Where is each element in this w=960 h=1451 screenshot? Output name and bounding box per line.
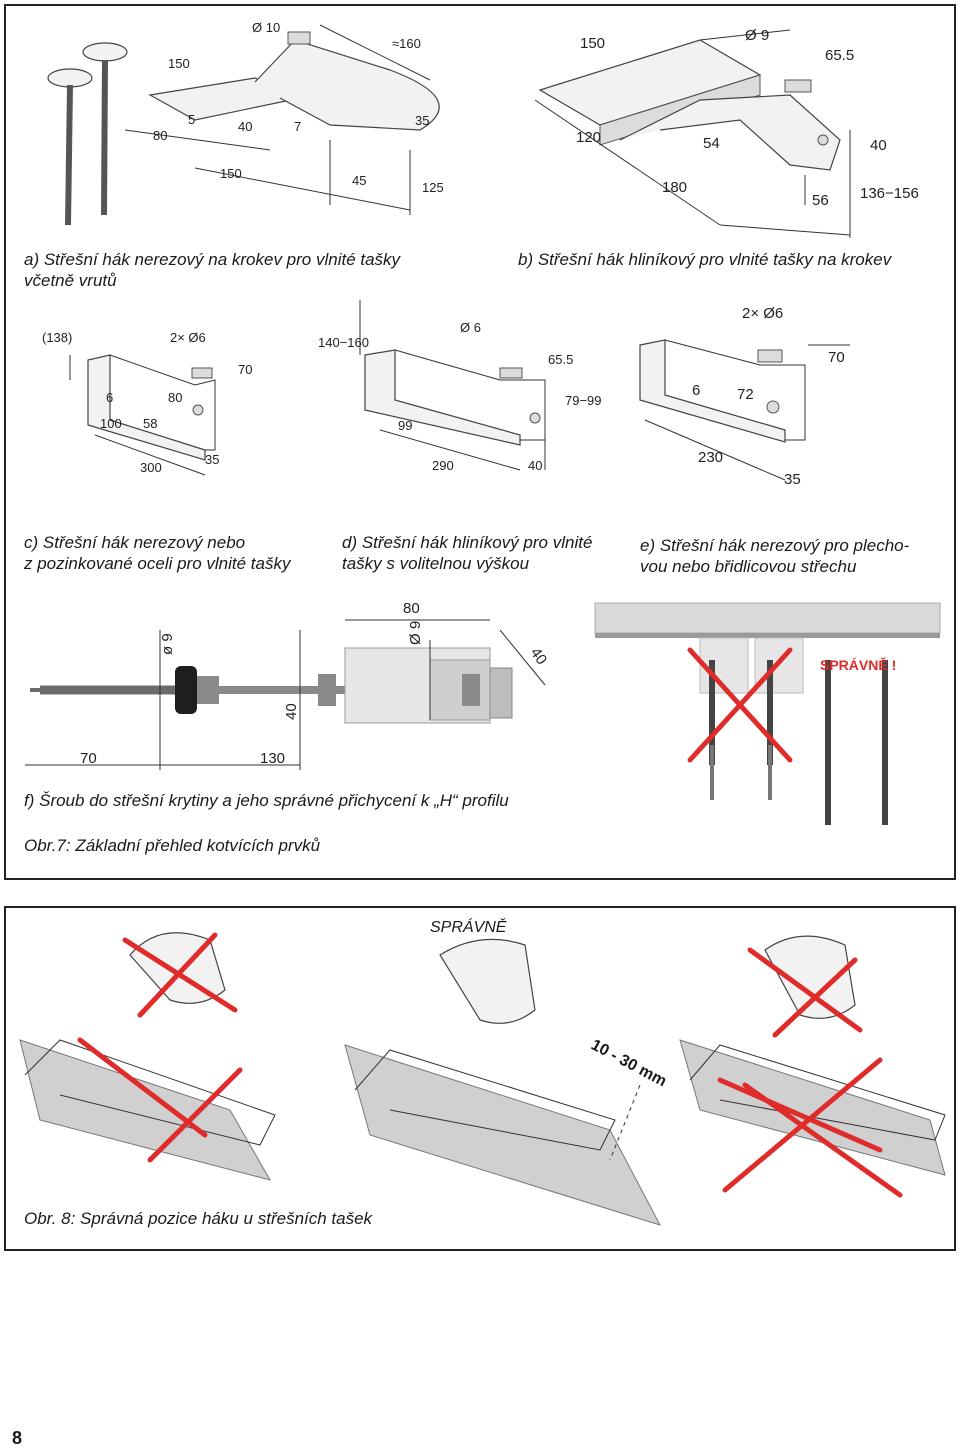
dim-label: 35 [415, 113, 429, 128]
dim-label: 70 [80, 750, 97, 767]
dim-label: 56 [812, 192, 829, 209]
dim-label: 300 [140, 460, 162, 475]
dim-label: 99 [398, 418, 412, 433]
screw-shaft [101, 59, 108, 216]
figure-b-drawing [534, 29, 851, 238]
hook-body [619, 94, 841, 171]
dim-label: 180 [662, 179, 687, 196]
bolt [192, 404, 204, 416]
obr8-caption: Obr. 8: Správná pozice háku u střešních … [24, 1209, 373, 1228]
nut [197, 676, 219, 704]
dim-label: 140−160 [318, 335, 369, 350]
dim-label: 40 [283, 703, 300, 720]
bolt [766, 400, 780, 414]
screw-head [47, 68, 93, 88]
dim-label: 54 [703, 135, 720, 152]
dim-label: 5 [188, 112, 195, 127]
hook-plate [364, 349, 521, 446]
dim-label: 7 [294, 119, 301, 134]
dim-label: 80 [168, 390, 182, 405]
figure-d-caption: d) Střešní hák hliníkový pro vlnité tašk… [342, 533, 593, 573]
dim-label: 100 [100, 416, 122, 431]
dim-label: 130 [260, 750, 285, 767]
dim-label: 136−156 [860, 185, 919, 202]
dim-label: 40 [527, 645, 550, 668]
dim-label: 70 [238, 362, 252, 377]
hook-tip [287, 31, 311, 45]
figure-d-drawing [359, 300, 546, 471]
dim-label: 70 [828, 349, 845, 366]
figure-a-caption: a) Střešní hák nerezový na krokev pro vl… [24, 250, 401, 290]
dim-label: 65.5 [825, 47, 854, 64]
figure-c-caption: c) Střešní hák nerezový nebo z pozinkova… [24, 533, 291, 573]
nut [462, 674, 480, 706]
h-profile-rail [594, 602, 941, 634]
hook-arm [254, 39, 440, 131]
wrong-cross [687, 647, 793, 763]
dim-label: Ø 6 [460, 320, 481, 335]
correct-label: SPRÁVNĚ [430, 917, 507, 936]
dim-label: 40 [238, 119, 252, 134]
figure-overview-frame [4, 4, 956, 880]
dim-label: 72 [737, 386, 754, 403]
figure-e-caption: e) Střešní hák nerezový pro plecho- vou … [640, 536, 910, 576]
dim-label: 150 [168, 56, 190, 71]
figure-b-caption: b) Střešní hák hliníkový pro vlnité tašk… [518, 250, 892, 269]
hook-tip [499, 367, 523, 379]
dim-label: Ø 9 [745, 27, 769, 44]
dim-label: 2× Ø6 [742, 305, 783, 322]
dim-label: 290 [432, 458, 454, 473]
dim-label: 150 [580, 35, 605, 52]
dim-label: 45 [352, 173, 366, 188]
obr8-drawing [19, 932, 946, 1226]
bolt [817, 134, 829, 146]
dim-label: 2× Ø6 [170, 330, 206, 345]
obr7-caption: Obr.7: Základní přehled kotvících prvků [24, 836, 321, 855]
dim-label: 230 [698, 449, 723, 466]
dim-label: 65.5 [548, 352, 573, 367]
dim-label: (138) [42, 330, 72, 345]
dim-label: Ø 10 [252, 20, 280, 35]
dim-label: 80 [153, 128, 167, 143]
dim-label: 150 [220, 166, 242, 181]
roof-tile [764, 935, 856, 1019]
figure-f-profile-photo [594, 602, 941, 825]
figure-e-drawing [639, 339, 850, 481]
hook-tip [784, 79, 812, 93]
figure-f-caption: f) Šroub do střešní krytiny a jeho správ… [24, 791, 509, 810]
correct-label: SPRÁVNĚ ! [820, 656, 896, 673]
hook-tip [191, 367, 213, 379]
dim-label: 40 [528, 458, 542, 473]
dim-label: ø 9 [159, 633, 176, 655]
rubber-washer [175, 666, 197, 714]
page-number: 8 [12, 1428, 23, 1448]
screw-shaft [65, 84, 73, 226]
figure-c-drawing [69, 354, 216, 476]
dim-label: 6 [692, 382, 700, 399]
dim-label: 35 [205, 452, 219, 467]
dim-label: ≈160 [392, 36, 421, 51]
hook-plate [87, 354, 206, 461]
dim-label: Ø 9 [407, 621, 424, 645]
nut [318, 674, 336, 706]
dim-label: 35 [784, 471, 801, 488]
bolt [529, 412, 541, 424]
dim-label: 6 [106, 390, 113, 405]
roof-tile [439, 938, 536, 1024]
figure-hook-position-frame [4, 906, 956, 1251]
dim-label: 125 [422, 180, 444, 195]
dim-label: 120 [576, 129, 601, 146]
dim-label: 58 [143, 416, 157, 431]
figure-f-screw [25, 619, 546, 770]
dim-label: 79−99 [565, 393, 602, 408]
hook-tip [757, 349, 783, 363]
figure-a-drawing [47, 24, 440, 226]
dim-label: 80 [403, 600, 420, 617]
screw-head [82, 42, 128, 62]
dim-label: 40 [870, 137, 887, 154]
